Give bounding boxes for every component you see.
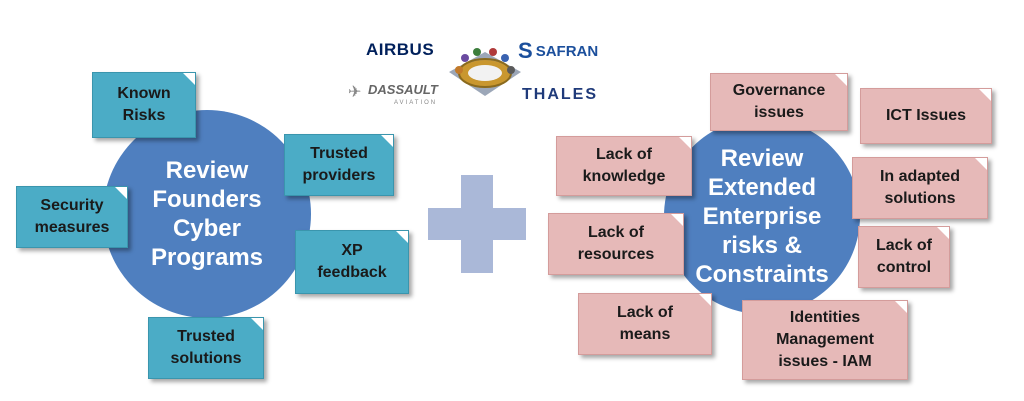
- review-founders-circle: Review Founders Cyber Programs: [103, 110, 311, 318]
- lack-of-control-box: Lack of control: [858, 226, 950, 288]
- trusted-providers-box: Trusted providers: [284, 134, 394, 196]
- safran-logo: S SAFRAN: [518, 38, 599, 63]
- trusted-solutions-box: Trusted solutions: [148, 317, 264, 379]
- thales-logo: THALES: [522, 86, 598, 103]
- lack-of-knowledge-box: Lack of knowledge: [556, 136, 692, 196]
- plus-icon: [428, 175, 526, 273]
- roundtable-icon: [449, 48, 521, 96]
- known-risks-box: Known Risks: [92, 72, 196, 138]
- review-extended-circle: Review Extended Enterprise risks & Const…: [664, 118, 860, 314]
- in-adapted-solutions-box: In adapted solutions: [852, 157, 988, 219]
- ict-issues-box: ICT Issues: [860, 88, 992, 144]
- iam-issues-box: Identities Management issues - IAM: [742, 300, 908, 380]
- lack-of-resources-box: Lack of resources: [548, 213, 684, 275]
- xp-feedback-box: XP feedback: [295, 230, 409, 294]
- dassault-plane-icon: ✈: [348, 84, 362, 101]
- safran-s-icon: S: [518, 38, 533, 63]
- governance-issues-box: Governance issues: [710, 73, 848, 131]
- airbus-logo: AIRBUS: [366, 40, 435, 59]
- lack-of-means-box: Lack of means: [578, 293, 712, 355]
- security-measures-box: Security measures: [16, 186, 128, 248]
